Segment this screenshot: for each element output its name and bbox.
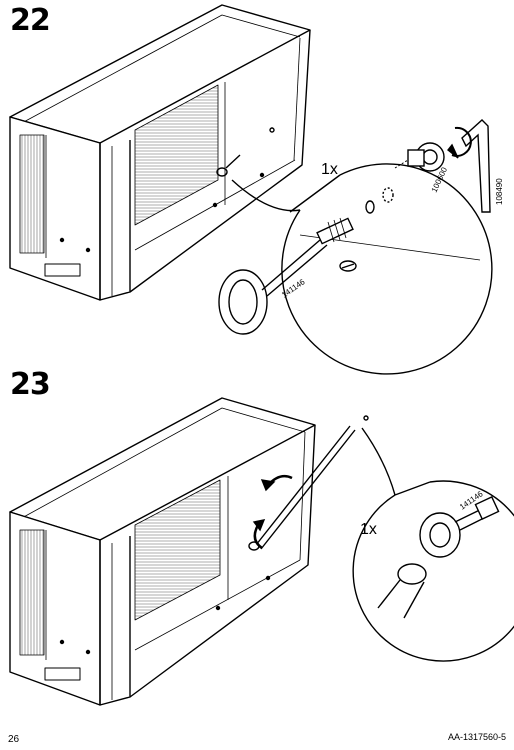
step-22-nut-and-hex-key (394, 119, 491, 213)
step-22-quantity: 1x (321, 161, 338, 178)
step-23-detail-callout (352, 427, 514, 662)
step-23-number: 23 (10, 367, 51, 402)
step-22-detail-callout (218, 163, 493, 375)
document-code: AA-1317560-5 (447, 732, 506, 742)
step-23-quantity: 1x (360, 521, 377, 538)
page-number: 26 (8, 734, 20, 745)
step-22-cabinet (9, 4, 311, 301)
step-22-hex-key-part-number: 108490 (495, 178, 504, 205)
step-23-cabinet (9, 397, 316, 706)
step-22-number: 22 (10, 3, 51, 38)
step-23-rod (248, 415, 369, 551)
